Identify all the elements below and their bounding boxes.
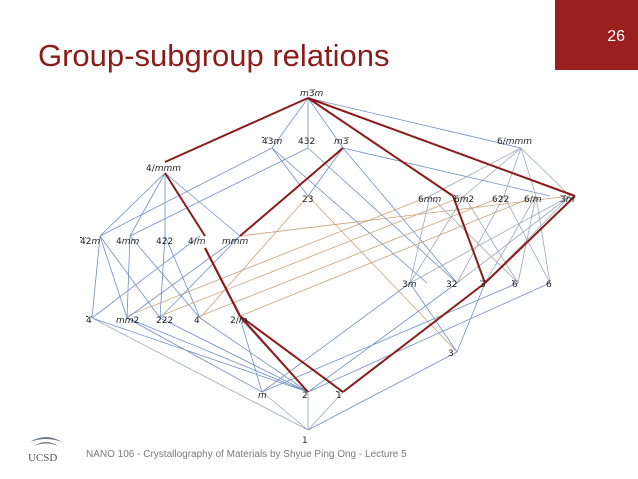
node-m: m	[258, 391, 267, 401]
node-m-3: m3	[334, 137, 349, 147]
node-mm2: mm2	[116, 316, 139, 326]
node-4-m: 4/m	[188, 237, 206, 247]
node-6mm: 6mm	[418, 195, 442, 205]
node-4mm: 4mm	[116, 237, 140, 247]
node-6-m: 6/m	[524, 195, 542, 205]
node-m3m: m3m	[300, 89, 324, 99]
svg-text:UCSD: UCSD	[28, 452, 57, 464]
node-42m: 42m	[80, 237, 100, 247]
node-6-mmm: 6/mmm	[497, 137, 532, 147]
node-3: 3	[480, 280, 486, 290]
node-622: 622	[492, 195, 509, 205]
node-2-m: 2/m	[230, 316, 248, 326]
node-4-mmm: 4/mmm	[146, 164, 181, 174]
page-number-badge: 26	[555, 0, 638, 70]
node-6m2: 6m2	[454, 195, 474, 205]
node-4: 4	[86, 316, 92, 326]
node-432: 432	[298, 137, 315, 147]
node-2: 2	[302, 391, 308, 401]
highlighted-path	[164, 97, 576, 393]
slide-title: Group-subgroup relations	[38, 38, 390, 73]
node-23: 23	[302, 195, 313, 205]
thin-edges	[91, 97, 571, 431]
node-3: 3	[448, 349, 454, 359]
footer-text: NANO 106 - Crystallography of Materials …	[86, 449, 407, 460]
node-1: 1	[302, 436, 308, 446]
ucsd-logo: UCSD	[24, 432, 68, 469]
node-4: 4	[194, 316, 200, 326]
node-1: 1	[336, 391, 342, 401]
node-32: 32	[446, 280, 457, 290]
node-6: 6	[546, 280, 552, 290]
page-number: 26	[607, 28, 625, 45]
node-3m: 3m	[402, 280, 417, 290]
node-43m: 43m	[262, 137, 282, 147]
node-mmm: mmm	[222, 237, 249, 247]
node-3m: 3m	[560, 195, 575, 205]
node-422: 422	[156, 237, 173, 247]
node-222: 222	[156, 316, 173, 326]
node-6: 6	[512, 280, 518, 290]
